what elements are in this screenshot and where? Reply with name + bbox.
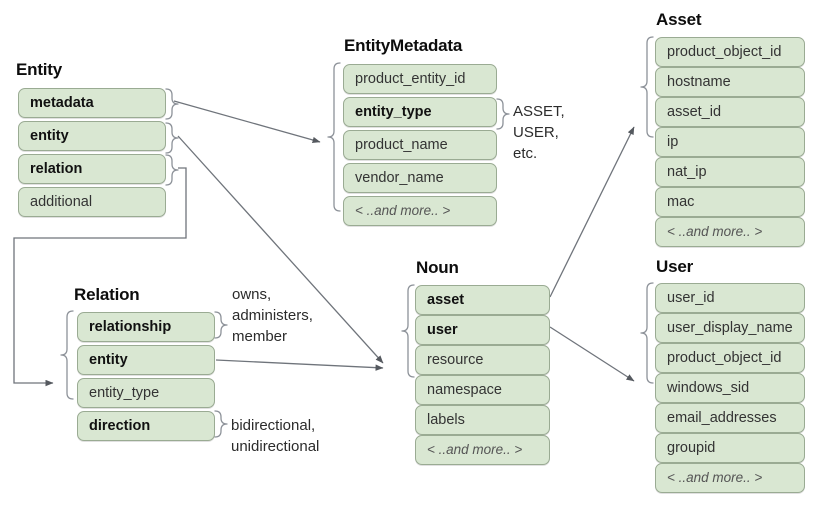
brace-entity-entity <box>165 122 179 154</box>
brace-direction-right <box>214 410 228 438</box>
field-user-windows-sid[interactable]: windows_sid <box>655 373 805 403</box>
field-relation-direction[interactable]: direction <box>77 411 215 441</box>
brace-entity-relation <box>165 154 179 186</box>
field-noun-namespace[interactable]: namespace <box>415 375 550 405</box>
annotation-relationship-values: owns, administers, member <box>232 286 313 345</box>
arrow-relation-entity-to-noun <box>215 359 384 371</box>
group-title-entity: Entity <box>16 60 63 79</box>
field-entity-relation[interactable]: relation <box>18 154 166 184</box>
group-title-relation: Relation <box>74 285 140 304</box>
brace-relationship-right <box>214 311 228 339</box>
field-user-groupid[interactable]: groupid <box>655 433 805 463</box>
field-entity-metadata[interactable]: metadata <box>18 88 166 118</box>
brace-user-left <box>640 282 654 384</box>
field-asset-and-more[interactable]: < ..and more.. > <box>655 217 805 247</box>
field-noun-user[interactable]: user <box>415 315 550 345</box>
field-asset-asset-id[interactable]: asset_id <box>655 97 805 127</box>
brace-entity-type-right <box>496 98 510 130</box>
brace-relation-left <box>60 310 74 400</box>
field-noun-labels[interactable]: labels <box>415 405 550 435</box>
field-relation-entity[interactable]: entity <box>77 345 215 375</box>
field-asset-nat-ip[interactable]: nat_ip <box>655 157 805 187</box>
field-em-vendor-name[interactable]: vendor_name <box>343 163 497 193</box>
field-em-product-entity-id[interactable]: product_entity_id <box>343 64 497 94</box>
annotation-direction-values: bidirectional, unidirectional <box>231 417 320 455</box>
brace-asset-left <box>640 36 654 138</box>
group-title-asset: Asset <box>656 10 702 29</box>
field-asset-mac[interactable]: mac <box>655 187 805 217</box>
field-noun-and-more[interactable]: < ..and more.. > <box>415 435 550 465</box>
group-title-noun: Noun <box>416 258 459 277</box>
field-em-product-name[interactable]: product_name <box>343 130 497 160</box>
field-noun-resource[interactable]: resource <box>415 345 550 375</box>
field-asset-product-object-id[interactable]: product_object_id <box>655 37 805 67</box>
group-title-entitymetadata: EntityMetadata <box>344 36 463 55</box>
field-relation-relationship[interactable]: relationship <box>77 312 215 342</box>
field-em-and-more[interactable]: < ..and more.. > <box>343 196 497 226</box>
field-user-user-id[interactable]: user_id <box>655 283 805 313</box>
field-asset-hostname[interactable]: hostname <box>655 67 805 97</box>
brace-entity-metadata <box>165 88 179 120</box>
brace-noun-left <box>401 284 415 378</box>
field-entity-additional[interactable]: additional <box>18 187 166 217</box>
annotation-entity-type-values: ASSET, USER, etc. <box>513 103 565 162</box>
field-user-user-display-name[interactable]: user_display_name <box>655 313 805 343</box>
field-em-entity-type[interactable]: entity_type <box>343 97 497 127</box>
arrow-metadata-to-entitymetadata <box>173 100 321 144</box>
field-asset-ip[interactable]: ip <box>655 127 805 157</box>
field-relation-entity-type[interactable]: entity_type <box>77 378 215 408</box>
field-entity-entity[interactable]: entity <box>18 121 166 151</box>
field-user-product-object-id[interactable]: product_object_id <box>655 343 805 373</box>
field-noun-asset[interactable]: asset <box>415 285 550 315</box>
arrow-noun-user-to-user <box>549 326 635 382</box>
field-user-email-addresses[interactable]: email_addresses <box>655 403 805 433</box>
group-title-user: User <box>656 257 694 276</box>
brace-entitymetadata-left <box>327 62 341 212</box>
field-user-and-more[interactable]: < ..and more.. > <box>655 463 805 493</box>
